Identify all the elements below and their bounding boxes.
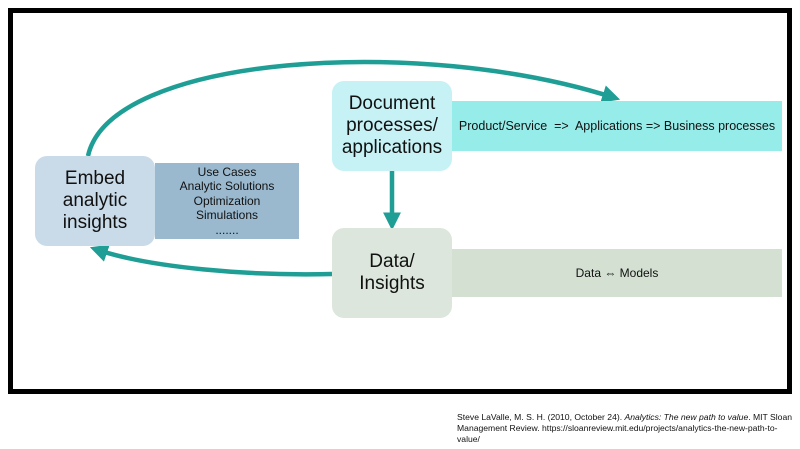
citation-prefix: Steve LaValle, M. S. H. (2010, October 2… bbox=[457, 412, 625, 422]
document-node-line: processes/ bbox=[346, 115, 438, 136]
embed-node-line: analytic bbox=[62, 190, 128, 211]
data-details-panel: Data ⇔ Models bbox=[452, 249, 782, 297]
citation-suffix: . MIT Sloan Management Review. https://s… bbox=[457, 412, 793, 444]
embed-detail-line: Optimization bbox=[193, 193, 261, 208]
citation-title: Analytics: The new path to value bbox=[624, 412, 749, 422]
embed-detail-line: Simulations bbox=[195, 208, 259, 223]
data-node-line: Data/ bbox=[369, 251, 415, 272]
data-detail-text: Data ⇔ Models bbox=[575, 265, 659, 280]
embed-node-line: insights bbox=[62, 212, 128, 233]
document-details-panel: Product/Service => Applications => Busin… bbox=[452, 101, 782, 151]
embed-details-panel: Use Cases Analytic Solutions Optimizatio… bbox=[155, 163, 299, 239]
citation: Steve LaValle, M. S. H. (2010, October 2… bbox=[457, 412, 797, 445]
document-node-line: applications bbox=[341, 137, 443, 158]
embed-analytic-insights-node: Embed analytic insights bbox=[35, 156, 155, 246]
embed-detail-line: Analytic Solutions bbox=[179, 179, 275, 194]
data-insights-node: Data/ Insights bbox=[332, 228, 452, 318]
data-node-line: Insights bbox=[359, 273, 425, 294]
embed-detail-line: ....... bbox=[215, 222, 239, 237]
document-processes-node: Document processes/ applications bbox=[332, 81, 452, 171]
embed-detail-line: Use Cases bbox=[197, 164, 257, 179]
embed-node-line: Embed bbox=[64, 168, 126, 189]
document-detail-text: Product/Service => Applications => Busin… bbox=[458, 118, 776, 133]
document-node-line: Document bbox=[348, 93, 436, 114]
